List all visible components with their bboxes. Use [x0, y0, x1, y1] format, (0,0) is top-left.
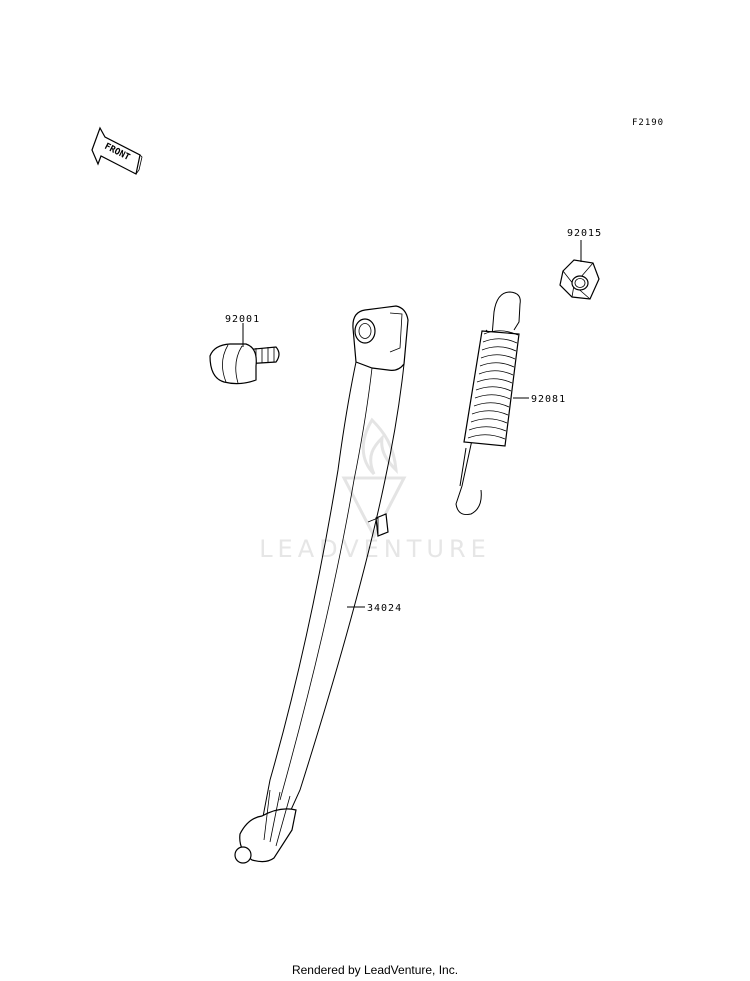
part-label-92081: 92081 [531, 394, 566, 405]
footer-credit: Rendered by LeadVenture, Inc. [291, 963, 459, 977]
front-arrow-icon: FRONT [91, 126, 143, 175]
nut-92015: 92015 [559, 228, 602, 300]
bolt-92001: 92001 [209, 314, 280, 385]
diagram-code: F2190 [632, 118, 664, 128]
part-label-34024: 34024 [367, 603, 402, 614]
leadventure-watermark: LEADVENTURE [259, 417, 491, 563]
watermark-text: LEADVENTURE [259, 535, 491, 563]
spring-92081: 92081 [455, 291, 566, 515]
part-label-92015: 92015 [567, 228, 602, 239]
part-label-92001: 92001 [225, 314, 260, 325]
spring-coils [463, 330, 520, 447]
side-stand-34024: 34024 [234, 305, 409, 864]
watermark-logo-icon [341, 417, 407, 540]
